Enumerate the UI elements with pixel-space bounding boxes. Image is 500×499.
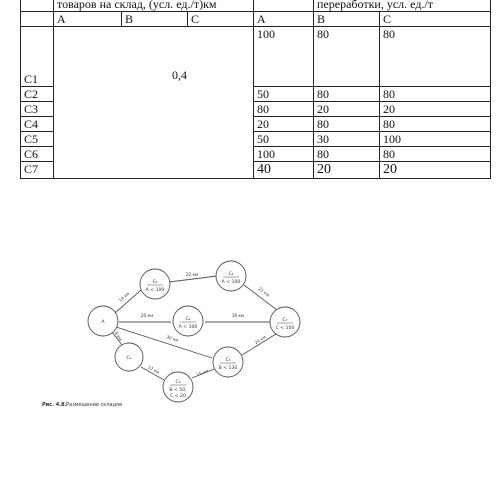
node-c4-name: C₄ — [185, 316, 190, 322]
row-value-a: 80 — [253, 101, 314, 117]
node-c3-demand1: B < 50, — [169, 387, 187, 393]
node-c7-demand: C < 100 — [276, 325, 295, 331]
row-value-a: 40 — [253, 161, 314, 179]
node-c7-name: C₇ — [282, 317, 287, 323]
node-c3-name: C₃ — [175, 379, 180, 385]
edge-label-c1-c3: 12 км — [147, 364, 160, 375]
edge-c3-c5 — [191, 368, 215, 379]
edge-label-a-c4: 20 км — [141, 313, 153, 318]
figure-caption-text: Размещение складов — [66, 402, 122, 408]
row-value-b: 20 — [313, 161, 380, 179]
node-c4 — [172, 305, 204, 337]
edge-label-c2-c6: 22 км — [186, 272, 198, 277]
c1-left-value: 0,4 — [172, 68, 187, 82]
node-c2-demand: A < 100 — [146, 287, 165, 293]
data-table: товаров на склад, (усл. ед./т)км перераб… — [20, 0, 492, 179]
row-label: C7 — [20, 161, 54, 179]
row-value-c: 20 — [378, 161, 492, 179]
row-value-b: 80 — [313, 146, 380, 162]
node-c5-name: C₅ — [225, 357, 230, 363]
edge-label-a-c1: 8 км — [113, 331, 123, 342]
node-c5 — [212, 346, 244, 378]
row-value-c: 80 — [378, 116, 492, 132]
node-c1 — [114, 342, 144, 372]
edge-label-a-c2: 10 км — [118, 291, 131, 303]
edge-label-c3-c5: 15 км — [196, 368, 209, 377]
node-c7 — [269, 306, 301, 338]
edge-c2-c6 — [168, 275, 218, 283]
node-c4-demand: A < 100 — [179, 324, 198, 330]
node-c6-demand: A < 100 — [222, 279, 241, 285]
table-row: C6 100 80 80 — [20, 146, 492, 162]
edge-a-c1 — [111, 331, 123, 346]
left-merged-cell: 0,4 — [53, 26, 254, 179]
node-c6-name: C₆ — [228, 271, 233, 277]
table-row: C7 40 20 20 — [20, 161, 492, 179]
node-c3 — [162, 371, 194, 403]
c1-value-b: 80 — [313, 26, 380, 87]
table-row: C5 50 30 100 — [20, 131, 492, 147]
edge-c1-c3 — [140, 366, 165, 381]
row-label-c1: C1 — [20, 26, 54, 87]
row-value-a: 100 — [253, 146, 314, 162]
edge-a-c2 — [114, 289, 142, 314]
edge-label-a-c5: 30 км — [166, 334, 179, 343]
node-a-label: A — [101, 319, 105, 325]
figure-caption-number: Рис. 4.8. — [42, 402, 67, 408]
row-value-c: 100 — [378, 131, 492, 147]
c1-value-c: 80 — [378, 26, 492, 87]
edge-label-c6-c7: 21 км — [257, 286, 270, 297]
node-c2-name: C₂ — [152, 279, 157, 285]
node-c1-name: C₁ — [126, 355, 131, 361]
edge-a-c5 — [115, 326, 213, 359]
edge-label-c5-c7: 24 км — [254, 334, 267, 345]
table-row: C4 20 80 80 — [20, 116, 492, 132]
node-c6 — [215, 260, 247, 292]
edge-label-c4-c7: 30 км — [232, 313, 244, 318]
node-c3-demand2: C < 20 — [170, 393, 186, 399]
node-c2 — [139, 268, 171, 300]
edge-c5-c7 — [241, 333, 277, 356]
node-c5-demand: B < 130 — [219, 365, 238, 371]
row-label: C6 — [20, 146, 54, 162]
node-a — [87, 305, 119, 337]
edge-c6-c7 — [243, 284, 278, 311]
